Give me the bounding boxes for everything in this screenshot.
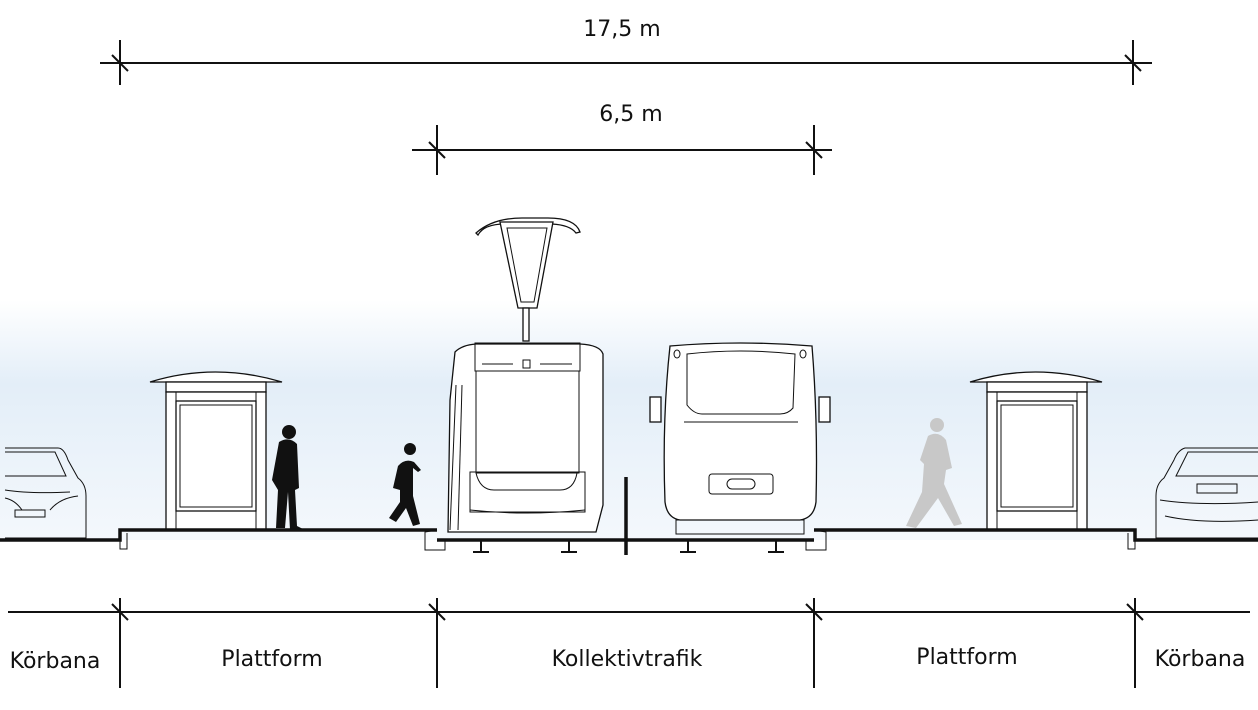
zone-label-kollektivtrafik: Kollektivtrafik	[552, 647, 703, 672]
car-left	[4, 447, 87, 539]
person-walking	[389, 443, 421, 526]
zone-label-korbana-right: Körbana	[1155, 647, 1246, 672]
zone-divider	[8, 598, 1250, 688]
dimension-transit-label: 6,5 m	[599, 102, 662, 127]
person-ghost	[906, 418, 962, 528]
car-right	[1155, 447, 1258, 539]
zone-label-plattform-left: Plattform	[221, 647, 322, 672]
dimension-total-label: 17,5 m	[583, 17, 660, 42]
ground-profile	[0, 477, 1258, 555]
dimension-transit: 6,5 m	[412, 102, 832, 175]
dimension-total: 17,5 m	[100, 17, 1152, 85]
bus	[649, 342, 831, 535]
shelter-left	[149, 371, 283, 531]
person-standing	[272, 425, 305, 530]
shelter-right	[969, 371, 1103, 531]
zone-label-plattform-right: Plattform	[916, 645, 1017, 670]
zone-label-korbana-left: Körbana	[10, 649, 101, 674]
tram	[447, 217, 604, 533]
